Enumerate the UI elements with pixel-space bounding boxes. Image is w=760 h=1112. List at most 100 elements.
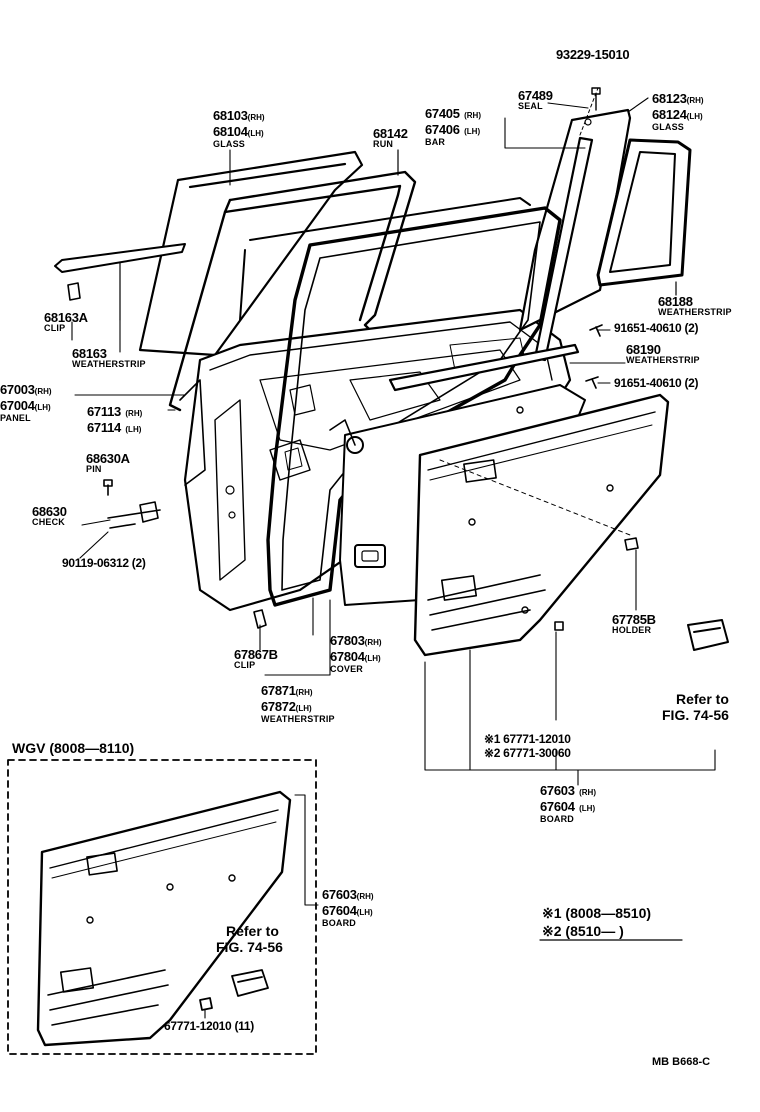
note-1: ※1 (8008—8510) <box>542 905 652 921</box>
part-name: GLASS <box>213 139 246 149</box>
wgv-inset <box>7 759 319 1055</box>
part-number-v1: ※1 67771-12010 <box>484 732 571 746</box>
part-name: WEATHERSTRIP <box>72 359 146 369</box>
callout-91651-upper: 91651-40610 (2) <box>614 321 699 335</box>
part-number-lh: 67604 <box>540 799 575 814</box>
callout-68163: 68163 WEATHERSTRIP <box>72 347 146 369</box>
part-name: PANEL <box>0 413 31 423</box>
part-number: 68630A <box>86 451 130 466</box>
callout-68123: 68123(RH) 68124(LH) GLASS <box>652 91 704 132</box>
suffix-lh: (LH) <box>247 129 264 138</box>
wgv-callout-67771: 67771-12010 (11) <box>164 1019 254 1033</box>
part-name: SEAL <box>518 101 543 111</box>
callout-67603: 67603 (RH) 67604 (LH) BOARD <box>540 783 596 824</box>
part-name: WEATHERSTRIP <box>261 714 335 724</box>
suffix-rh: (RH) <box>686 96 704 105</box>
callout-67003: 67003(RH) 67004(LH) PANEL <box>0 382 52 423</box>
callout-67785B: 67785B HOLDER <box>612 613 656 635</box>
drawing-code: MB B668-C <box>652 1056 711 1068</box>
part-number-rh: 67113 <box>87 404 121 419</box>
refer-line1: Refer to <box>676 691 729 707</box>
part-number: 68142 <box>373 126 408 141</box>
suffix-rh: (RH) <box>464 111 481 120</box>
part-name: WEATHERSTRIP <box>658 307 732 317</box>
door-weatherstrip <box>239 197 562 607</box>
callout-68190: 68190 WEATHERSTRIP <box>626 343 700 365</box>
callout-67113: 67113 (RH) 67114 (LH) <box>87 404 142 436</box>
part-number-lh: 67004 <box>0 398 35 413</box>
suffix-lh: (LH) <box>356 908 373 917</box>
wgv-title: WGV (8008—8110) <box>12 740 135 756</box>
part-number: 67867B <box>234 647 278 662</box>
suffix-lh: (LH) <box>295 704 312 713</box>
part-number-lh: 67872 <box>261 699 296 714</box>
part-name: CHECK <box>32 517 66 527</box>
callout-67489: 67489 SEAL <box>518 89 553 111</box>
door-glass <box>138 150 364 357</box>
part-number-rh: 67871 <box>261 683 296 698</box>
callout-91651-lower: 91651-40610 (2) <box>614 376 699 390</box>
leader-lines <box>71 97 716 786</box>
part-name: CLIP <box>234 660 256 670</box>
part-number-rh: 67603 <box>540 783 575 798</box>
refer-line2: FIG. 74-56 <box>216 939 283 955</box>
part-number: 68163A <box>44 310 88 325</box>
part-number-lh: 67114 <box>87 420 121 435</box>
part-number-lh: 67604 <box>322 903 357 918</box>
wgv-refer-note: Refer to FIG. 74-56 <box>216 923 283 954</box>
part-name: HOLDER <box>612 625 652 635</box>
part-name: GLASS <box>652 122 685 132</box>
suffix-lh: (LH) <box>464 127 481 136</box>
callout-67867B: 67867B CLIP <box>234 648 278 670</box>
callout-68630: 68630 CHECK <box>32 505 67 527</box>
inner-belt-weatherstrip <box>388 343 580 392</box>
suffix-rh: (RH) <box>295 688 313 697</box>
callout-90119: 90119-06312 (2) <box>62 556 146 570</box>
outer-belt-weatherstrip <box>54 243 186 321</box>
part-number: 68188 <box>658 294 693 309</box>
callout-67405: 67405 (RH) 67406 (LH) BAR <box>425 106 481 147</box>
callout-67871: 67871(RH) 67872(LH) WEATHERSTRIP <box>261 683 335 724</box>
suffix-lh: (LH) <box>34 403 51 412</box>
refer-line1: Refer to <box>226 923 279 939</box>
callout-68103: 68103(RH) 68104(LH) GLASS <box>213 108 265 149</box>
part-name: PIN <box>86 464 102 474</box>
part-number-lh: 67406 <box>425 122 460 137</box>
door-trim-board <box>413 393 670 657</box>
part-number: 67785B <box>612 612 656 627</box>
callout-68163A: 68163A CLIP <box>44 311 88 333</box>
part-number-lh: 67804 <box>330 649 365 664</box>
part-number-rh: 67405 <box>425 106 460 121</box>
suffix-rh: (RH) <box>247 113 265 122</box>
applicability-notes: ※1 (8008—8510) ※2 (8510— ) <box>542 906 651 938</box>
part-number: 68190 <box>626 342 661 357</box>
callout-68188: 68188 WEATHERSTRIP <box>658 295 732 317</box>
part-number-rh: 67803 <box>330 633 365 648</box>
suffix-rh: (RH) <box>364 638 382 647</box>
part-number: 67489 <box>518 88 553 103</box>
suffix-rh: (RH) <box>125 409 143 418</box>
callout-68630A: 68630A PIN <box>86 452 130 474</box>
callout-93229: 93229-15010 <box>556 47 630 62</box>
part-name: BOARD <box>322 918 356 928</box>
refer-note-main: Refer to FIG. 74-56 <box>662 691 729 722</box>
note-2: ※2 (8510— ) <box>542 923 624 939</box>
part-name: BOARD <box>540 814 574 824</box>
part-number: 68630 <box>32 504 67 519</box>
suffix-rh: (RH) <box>34 387 52 396</box>
callout-67771: ※1 67771-12010 ※2 67771-30060 <box>484 733 571 759</box>
suffix-lh: (LH) <box>364 654 381 663</box>
suffix-lh: (LH) <box>686 112 703 121</box>
wgv-callout-67603: 67603(RH) 67604(LH) BOARD <box>322 887 374 928</box>
callout-67803: 67803(RH) 67804(LH) COVER <box>330 633 382 674</box>
part-name: WEATHERSTRIP <box>626 355 700 365</box>
glass-run <box>168 149 417 412</box>
quarter-weatherstrip <box>596 138 692 296</box>
part-number-rh: 67003 <box>0 382 35 397</box>
part-number-lh: 68124 <box>652 107 687 122</box>
part-number-lh: 68104 <box>213 124 248 139</box>
part-number-v2: ※2 67771-30060 <box>484 746 571 760</box>
part-number: 68163 <box>72 346 107 361</box>
fasteners <box>67 282 639 631</box>
